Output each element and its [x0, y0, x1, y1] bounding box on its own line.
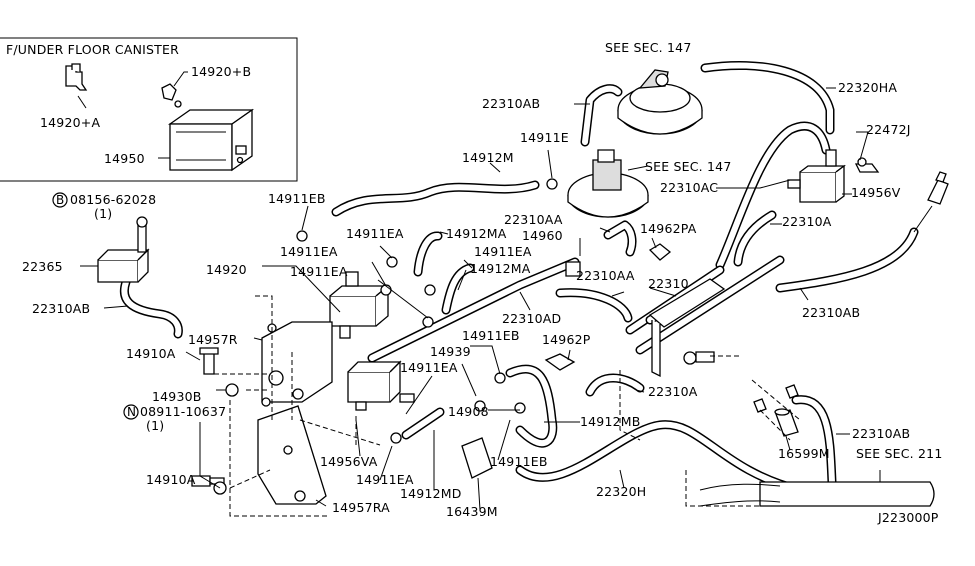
part-labels: SEE SEC. 147 22320HA 22310AB 22472J 1491… [22, 40, 942, 525]
nut-n-code: 08911-10637 [140, 404, 226, 419]
label-14911e: 14911E [520, 130, 569, 145]
bracket-14957ra-icon [257, 397, 327, 505]
label-16439m: 16439M [446, 504, 498, 519]
clip-14962pa-icon [648, 243, 672, 261]
cap-16599m-icon [774, 408, 799, 437]
diagram-id: J223000P [877, 510, 939, 525]
label-14911ea-e: 14911EA [400, 360, 458, 375]
label-14911ea-b: 14911EA [280, 244, 338, 259]
fitting-14960-icon [565, 261, 581, 277]
label-22320h: 22320H [596, 484, 646, 499]
bracket-16439m-icon [461, 437, 493, 479]
canister-14950-icon [167, 108, 255, 172]
valve-14920b-icon [161, 83, 182, 108]
solenoid-14956va-icon [347, 360, 415, 411]
pipe-sec211 [699, 481, 935, 507]
label-22310aa-b: 22310AA [576, 268, 635, 283]
bolt-b-code: 08156-62028 [70, 192, 156, 207]
label-14912ma-b: 14912MA [470, 261, 531, 276]
note-see-sec-211: SEE SEC. 211 [856, 446, 942, 461]
note-see-sec-147-top: SEE SEC. 147 [605, 40, 691, 55]
label-14956va: 14956VA [320, 454, 378, 469]
svg-text:N: N [127, 405, 136, 419]
bolt-icons [191, 347, 239, 495]
hose-clamps [296, 157, 867, 444]
label-22310ac: 22310AC [660, 180, 718, 195]
label-22310: 22310 [648, 276, 689, 291]
inset-canister: F/UNDER FLOOR CANISTER 14920+B 14920+A 1… [0, 37, 298, 182]
label-22310ab-left: 22310AB [32, 301, 90, 316]
label-14911eb-a: 14911EB [268, 191, 326, 206]
label-14908: 14908 [448, 404, 489, 419]
nut-n-qty: (1) [146, 418, 164, 433]
sensor-22365-icon [97, 216, 150, 283]
label-22320ha: 22320HA [838, 80, 897, 95]
solenoid-14956v-icon [787, 149, 846, 203]
label-14920a: 14920+A [40, 115, 100, 130]
label-14912ma-a: 14912MA [446, 226, 507, 241]
bolt-b-qty: (1) [94, 206, 112, 221]
note-see-sec-147-mid: SEE SEC. 147 [645, 159, 731, 174]
inset-title: F/UNDER FLOOR CANISTER [6, 42, 179, 57]
sensor-connector-icon [913, 171, 949, 233]
label-14912m: 14912M [462, 150, 514, 165]
label-14920: 14920 [206, 262, 247, 277]
circled-n-icon: N [123, 404, 139, 420]
label-14911ea-a: 14911EA [346, 226, 404, 241]
label-14911ea-c: 14911EA [474, 244, 532, 259]
bracket-22310-icon [648, 278, 726, 378]
label-14911ea-d: 14911EA [290, 264, 348, 279]
label-14912md: 14912MD [400, 486, 462, 501]
label-14960: 14960 [522, 228, 563, 243]
label-14962p: 14962P [542, 332, 591, 347]
label-14920b: 14920+B [191, 64, 251, 79]
label-14930b: 14930B [152, 389, 202, 404]
valve-14920-icon [329, 271, 390, 339]
vacuum-valve-top-icon [617, 69, 703, 135]
label-14950: 14950 [104, 151, 145, 166]
label-14957r: 14957R [188, 332, 238, 347]
bracket-14957r-icon [261, 321, 333, 403]
label-14912mb: 14912MB [580, 414, 641, 429]
label-22310aa-a: 22310AA [504, 212, 563, 227]
label-16599m: 16599M [778, 446, 830, 461]
label-22365: 22365 [22, 259, 63, 274]
label-14911eb-b: 14911EB [462, 328, 520, 343]
fitting-b-icon [785, 384, 799, 399]
label-22472j: 22472J [866, 122, 911, 137]
clip-14962p-icon [544, 353, 576, 371]
vacuum-valve-mid-icon [567, 149, 649, 218]
label-14939: 14939 [430, 344, 471, 359]
leader-lines [80, 87, 881, 511]
label-22310a-b: 22310A [648, 384, 698, 399]
label-14910a-b: 14910A [146, 472, 196, 487]
label-14911ea-f: 14911EA [356, 472, 414, 487]
svg-text:B: B [56, 193, 64, 207]
label-22310ab-top: 22310AB [482, 96, 540, 111]
valve-14920a-icon [65, 63, 88, 91]
hose-22320ha [700, 60, 835, 135]
hose-22320h [515, 420, 805, 495]
label-22310ab-right: 22310AB [802, 305, 860, 320]
label-14910a-a: 14910A [126, 346, 176, 361]
label-14956v: 14956V [851, 185, 901, 200]
label-22310ad: 22310AD [502, 311, 561, 326]
circled-b-icon: B [52, 192, 68, 208]
label-14911eb-c: 14911EB [490, 454, 548, 469]
label-14962pa: 14962PA [640, 221, 697, 236]
assembly-dashed-lines [214, 295, 801, 517]
label-22310ab-br: 22310AB [852, 426, 910, 441]
fitting-a-icon [753, 398, 767, 413]
label-22310a-a: 22310A [782, 214, 832, 229]
label-14957ra: 14957RA [332, 500, 390, 515]
